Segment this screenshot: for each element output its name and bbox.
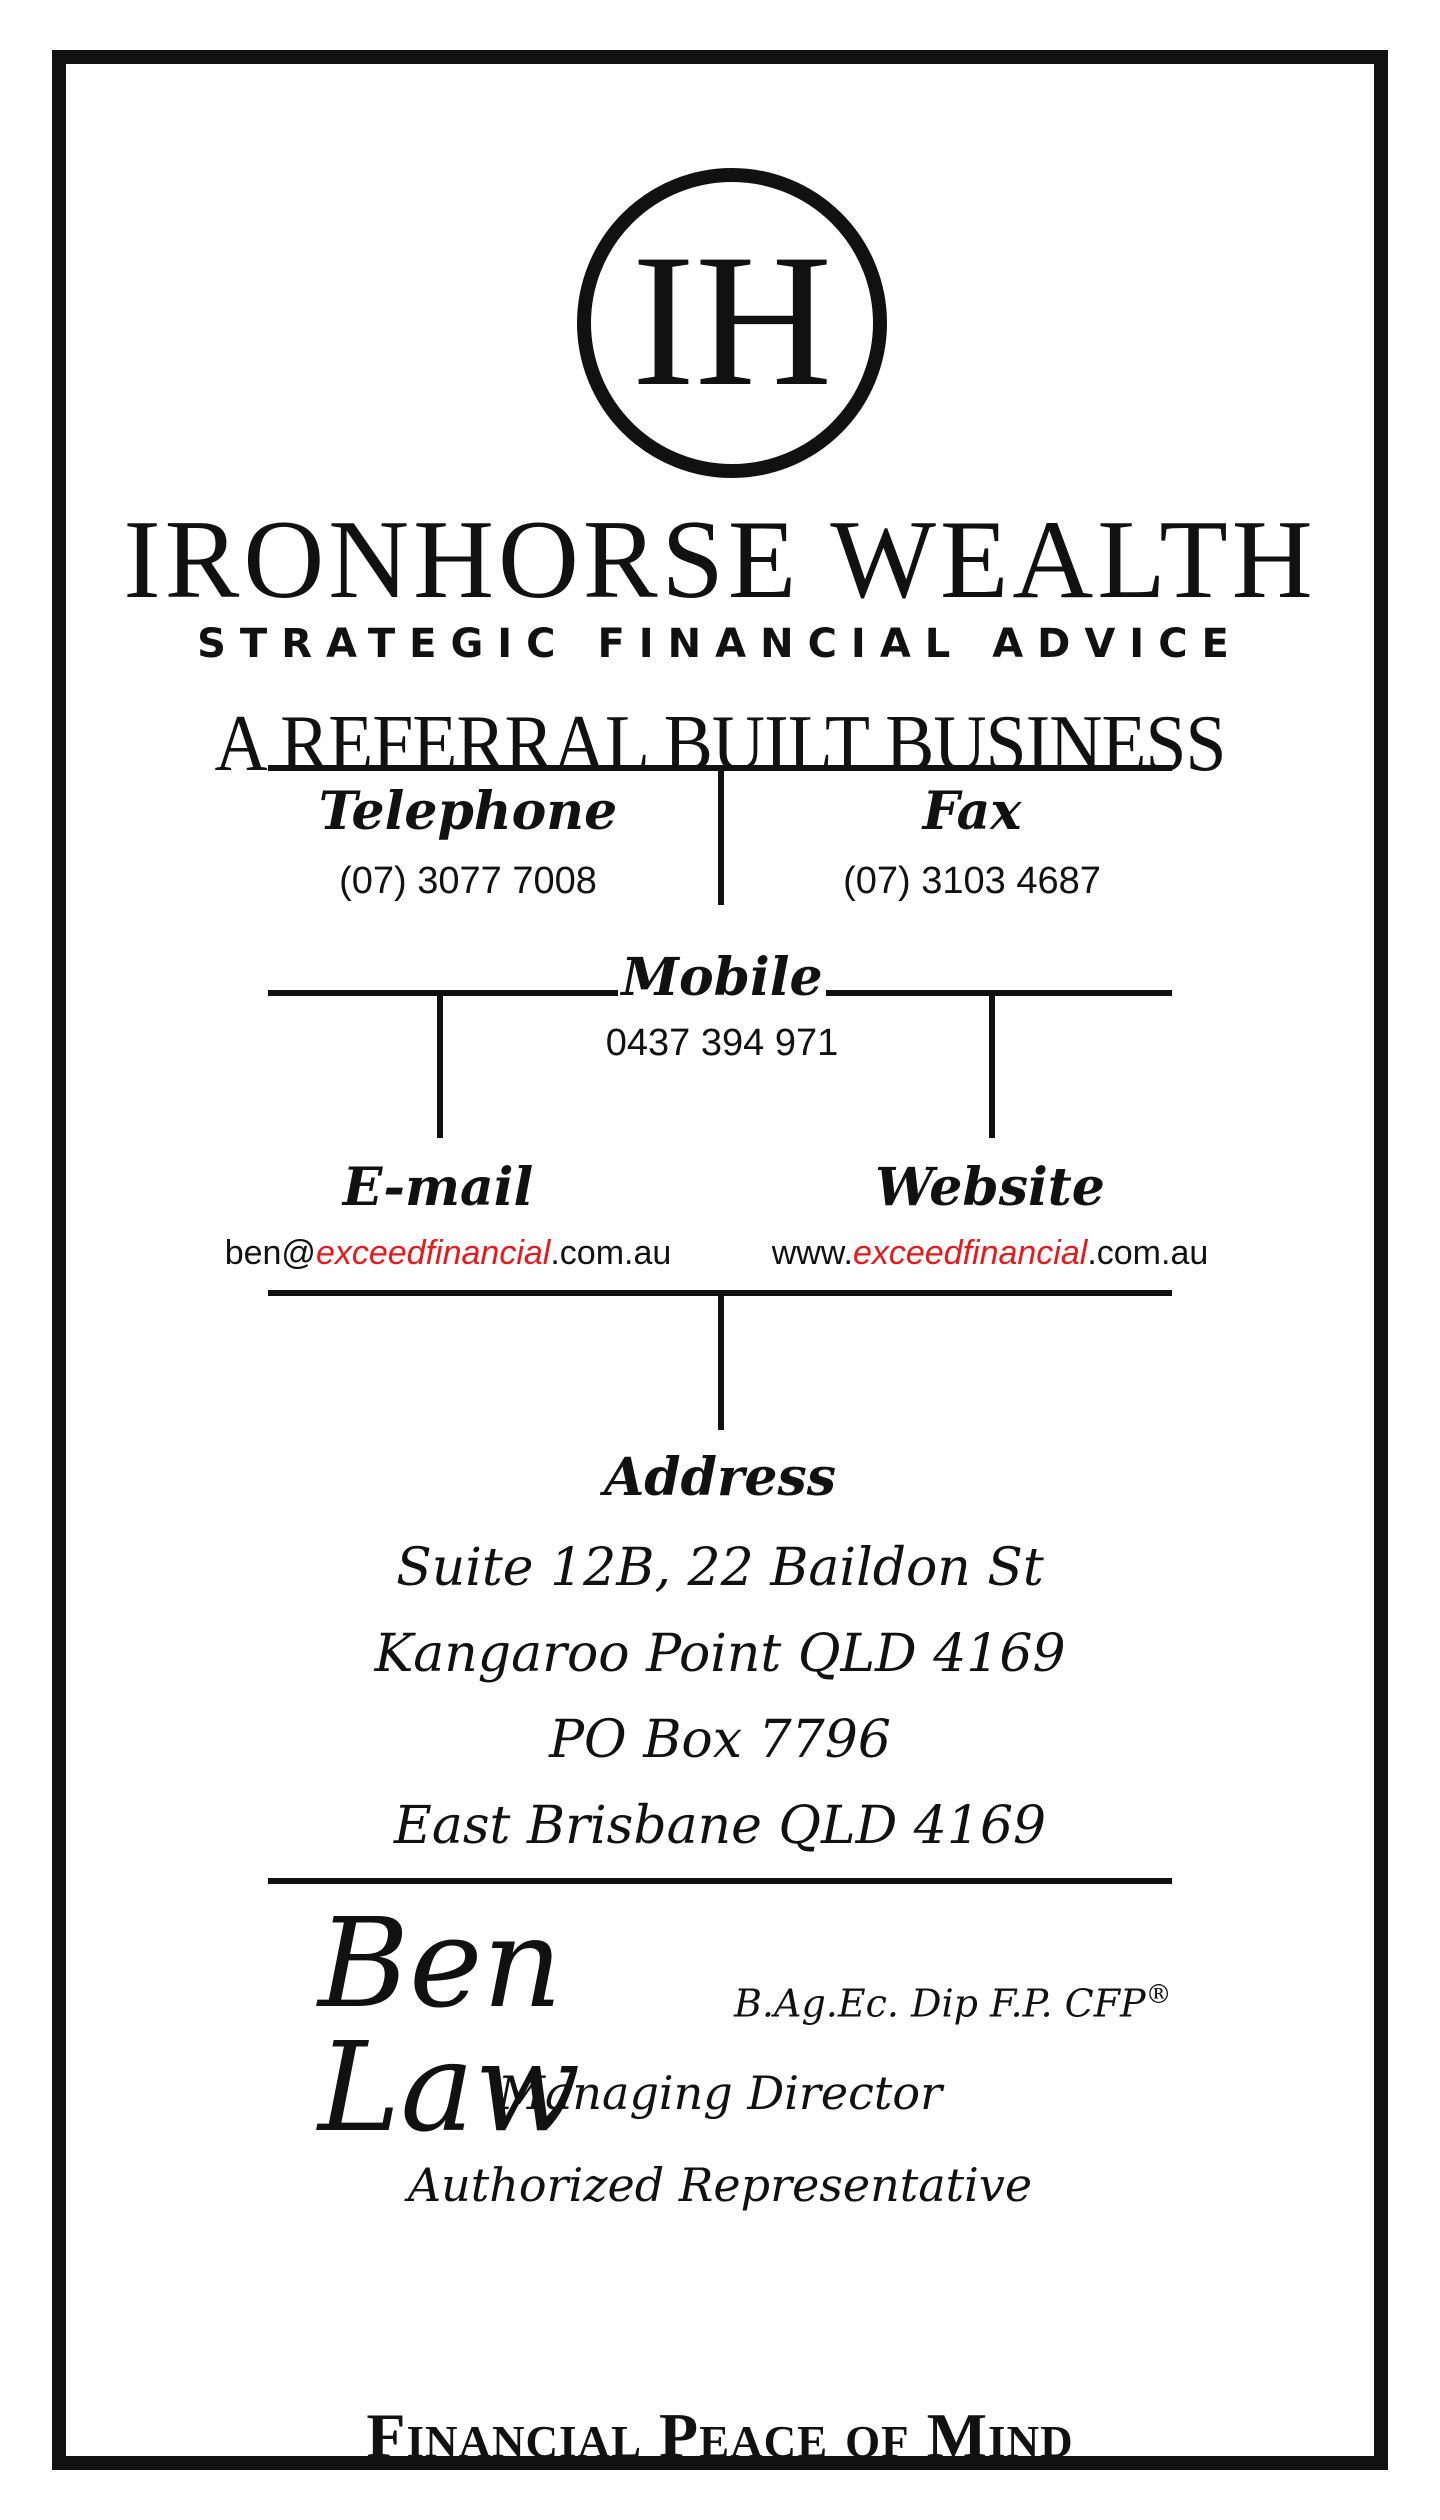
logo-monogram: IH: [632, 216, 832, 426]
qualifications-text: B.Ag.Ec. Dip F.P. CFP: [734, 1981, 1146, 2026]
website-domain-highlight: exceedfinancial: [852, 1234, 1088, 1272]
divider-line: [437, 990, 443, 1138]
email-label: E-mail: [342, 1157, 534, 1218]
person-title: Authorized Representative: [407, 2158, 1033, 2212]
address-line: East Brisbane QLD 4169: [393, 1796, 1047, 1856]
divider-line: [268, 990, 618, 996]
divider-line: [826, 990, 1172, 996]
address-line: PO Box 7796: [549, 1710, 891, 1770]
fax-label: Fax: [922, 781, 1022, 842]
person-qualifications: B.Ag.Ec. Dip F.P. CFP®: [734, 1982, 1254, 2023]
email-value[interactable]: ben@exceedfinancial.com.au: [218, 1236, 678, 1270]
address-line: Kangaroo Point QLD 4169: [374, 1624, 1066, 1684]
website-label: Website: [875, 1157, 1105, 1218]
email-domain-highlight: exceedfinancial: [315, 1234, 551, 1272]
address-line: Suite 12B, 22 Baildon St: [396, 1538, 1044, 1598]
email-suffix: .com.au: [550, 1234, 672, 1272]
divider-line: [268, 1878, 1172, 1884]
divider-line: [718, 765, 724, 905]
website-value[interactable]: www.exceedfinancial.com.au: [760, 1236, 1220, 1270]
telephone-value[interactable]: (07) 3077 7008: [339, 860, 597, 902]
business-card: IH IRONHORSE WEALTH STRATEGIC FINANCIAL …: [52, 50, 1388, 2470]
fax-value[interactable]: (07) 3103 4687: [843, 860, 1101, 902]
brand-name: IRONHORSE WEALTH: [123, 498, 1317, 622]
divider-line: [989, 990, 995, 1138]
mobile-label: Mobile: [621, 947, 823, 1008]
brand-tagline: STRATEGIC FINANCIAL ADVICE: [197, 621, 1243, 667]
website-suffix: .com.au: [1087, 1234, 1209, 1272]
ironhorse-logo: IH: [577, 168, 887, 478]
divider-line: [718, 1290, 724, 1430]
mobile-value[interactable]: 0437 394 971: [605, 1022, 839, 1064]
address-label: Address: [603, 1447, 837, 1508]
telephone-label: Telephone: [318, 781, 618, 842]
person-name: Ben Law: [318, 1892, 581, 2160]
registered-mark: ®: [1145, 1980, 1172, 2010]
motto: Financial Peace of Mind: [366, 2400, 1074, 2471]
person-title: Managing Director: [497, 2066, 943, 2120]
email-prefix: ben@: [224, 1234, 316, 1272]
website-prefix: www.: [771, 1234, 853, 1272]
